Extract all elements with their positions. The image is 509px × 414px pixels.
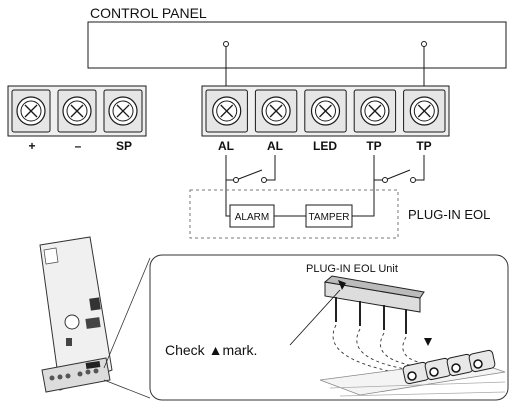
control-panel-title: CONTROL PANEL <box>90 5 207 21</box>
check-pointer <box>289 289 341 346</box>
zoom-line-top <box>103 257 151 369</box>
wire-tp-right <box>413 155 425 181</box>
screw-slot <box>417 104 431 118</box>
terminal-label-tp-1: TP <box>366 139 381 153</box>
al-1-screw-ring <box>216 100 238 122</box>
contact <box>382 177 388 183</box>
check-triangle: ▲ <box>209 342 223 358</box>
zoom-line-bottom <box>103 379 151 399</box>
contact <box>410 177 416 183</box>
wire-tp-left <box>373 155 385 181</box>
wire-to-alarm <box>225 180 230 217</box>
check-word: Check <box>165 342 206 358</box>
right-terminal-block <box>201 85 450 137</box>
screw-slot <box>319 104 332 118</box>
screw-slot <box>24 104 38 118</box>
tamper-resistor <box>305 204 353 228</box>
eol-connector <box>319 349 506 397</box>
wire-al-left <box>225 155 236 181</box>
wire-tamper-tp <box>352 180 375 217</box>
screw-slot <box>269 104 283 118</box>
left-terminal-block <box>7 85 147 137</box>
terminal-label-tp-2: TP <box>416 139 431 153</box>
terminal-label-led: LED <box>313 139 337 153</box>
eol-wiring <box>225 155 425 217</box>
minus-screw-ring <box>66 100 88 122</box>
switch-tp <box>384 169 411 181</box>
alarm-label: ALARM <box>235 212 269 223</box>
tp-1-screw-ring <box>364 100 386 122</box>
pcb-outline <box>39 236 113 391</box>
panel-node-tp <box>421 41 427 47</box>
switch-al <box>235 169 263 181</box>
terminal-label-minus: – <box>75 139 82 153</box>
terminal-label-al-2: AL <box>267 139 283 153</box>
screw-slot <box>70 104 84 118</box>
terminal-label-plus: + <box>28 139 35 153</box>
alarm-resistor <box>229 204 275 228</box>
check-text: Check ▲mark. <box>165 342 257 358</box>
plus-screw-ring <box>20 100 42 122</box>
plug-in-eol-label: PLUG-IN EOL <box>408 207 490 222</box>
terminal-label-al-1: AL <box>218 139 234 153</box>
control-panel-box <box>87 21 507 69</box>
tamper-label: TAMPER <box>309 212 350 223</box>
screw-slot <box>220 104 234 118</box>
wire-al-right <box>264 155 276 181</box>
contact <box>261 177 267 183</box>
panel-node-al <box>223 41 229 47</box>
screw-slot <box>368 104 382 118</box>
led-screw-ring <box>315 100 336 122</box>
al-2-screw-ring <box>265 100 287 122</box>
check-suffix: mark. <box>222 342 257 358</box>
pcb-board <box>39 236 113 393</box>
contact <box>233 177 239 183</box>
switch-contacts <box>233 177 416 183</box>
sp-screw-ring <box>112 100 134 122</box>
terminal-label-sp: SP <box>116 139 132 153</box>
unit-label: PLUG-IN EOL Unit <box>306 263 398 275</box>
eol-dashed-box <box>189 189 399 239</box>
tp-2-screw-ring <box>413 100 435 122</box>
screw-slot <box>116 104 130 118</box>
